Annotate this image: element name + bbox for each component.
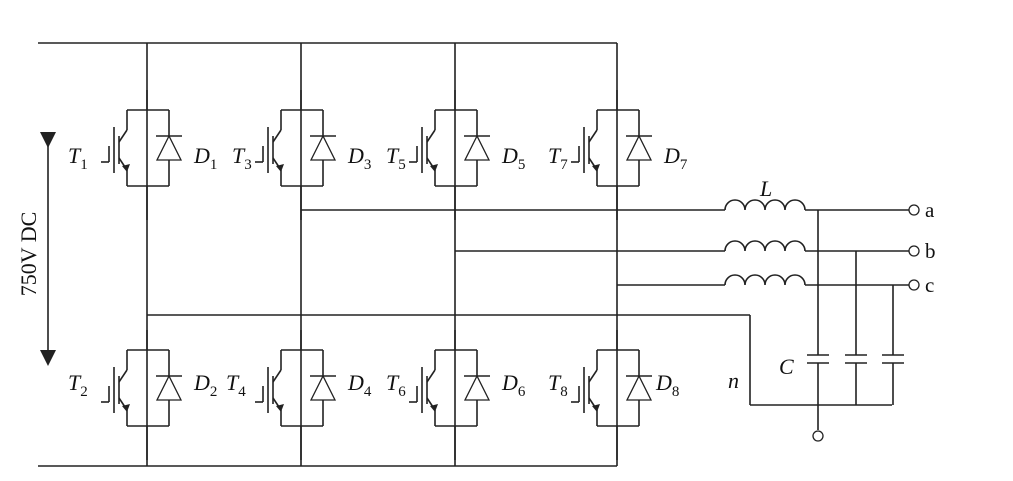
- inductor-b: [724, 240, 806, 252]
- neutral-terminal: [812, 430, 824, 442]
- label-t2: T2: [68, 370, 88, 400]
- label-d4: D4: [347, 370, 372, 400]
- terminal-a: [908, 204, 920, 216]
- switch-t4: [254, 329, 337, 461]
- neutral-label: n: [728, 368, 739, 393]
- switch-t3: [254, 89, 337, 221]
- terminal-c: [908, 279, 920, 291]
- capacitor-b: [844, 354, 868, 364]
- capacitor-c: [881, 354, 905, 364]
- voltage-label: 750V DC: [16, 212, 41, 297]
- label-t3: T3: [232, 143, 252, 173]
- terminal-label-c: c: [925, 273, 934, 297]
- switch-t1: [100, 89, 183, 221]
- capacitor-a: [806, 354, 830, 364]
- label-d6: D6: [501, 370, 526, 400]
- switch-t2: [100, 329, 183, 461]
- label-t5: T5: [386, 143, 406, 173]
- label-d2: D2: [193, 370, 217, 400]
- switch-t7: [570, 89, 653, 221]
- label-t1: T1: [68, 143, 88, 173]
- switch-t6: [408, 329, 491, 461]
- label-t7: T7: [548, 143, 568, 173]
- terminal-label-b: b: [925, 239, 936, 263]
- label-t4: T4: [226, 370, 246, 400]
- inductor-c: [724, 274, 806, 286]
- switch-t8: [570, 329, 653, 461]
- label-t8: T8: [548, 370, 568, 400]
- terminal-b: [908, 245, 920, 257]
- capacitor-label: C: [779, 354, 794, 379]
- terminal-label-a: a: [925, 198, 935, 222]
- label-d5: D5: [501, 143, 525, 173]
- label-d7: D7: [663, 143, 688, 173]
- switch-t5: [408, 89, 491, 221]
- label-d3: D3: [347, 143, 371, 173]
- inductor-label: L: [759, 176, 772, 201]
- label-t6: T6: [386, 370, 406, 400]
- label-d8: D8: [655, 370, 679, 400]
- inductor-a: [724, 199, 806, 211]
- label-d1: D1: [193, 143, 217, 173]
